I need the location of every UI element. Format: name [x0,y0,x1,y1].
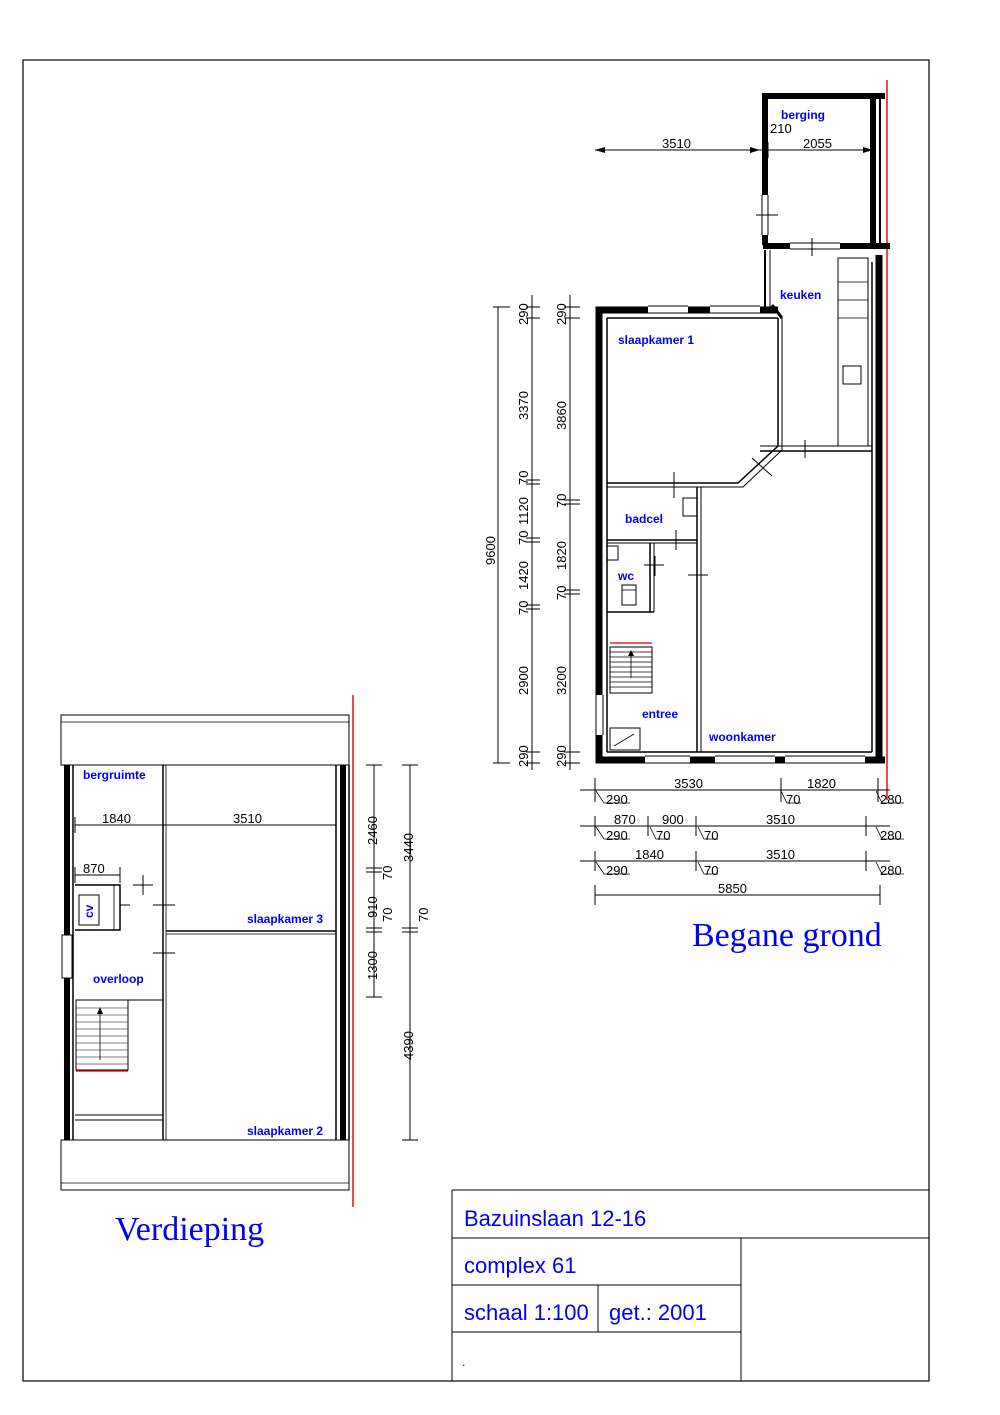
dim-label: 2460 [365,816,380,845]
dim-label: 70 [554,494,569,508]
dim-label: 5850 [718,881,747,896]
room-label-berging: berging [781,108,825,122]
dim-label: 1820 [554,541,569,570]
room-label-badcel: badcel [625,512,663,526]
room-label-cv: cv [82,904,96,918]
dim-label: 210 [770,121,792,136]
dim-label: 70 [416,908,431,922]
room-label-entree: entree [642,707,678,721]
dim-label: 1840 [635,847,664,862]
title-block-drawn: get.: 2001 [609,1300,707,1325]
dim-label: 1120 [516,497,531,525]
room-label-slaapkamer-1: slaapkamer 1 [618,333,694,347]
dim-label: 280 [880,828,902,843]
dim-label: 3510 [766,847,795,862]
dim-label: 2055 [803,136,832,151]
title-block [451,1189,929,1381]
dim-label: 3510 [766,812,795,827]
upper-floor-plan [60,695,418,1207]
dim-label: 1820 [807,776,836,791]
dim-label: 280 [880,863,902,878]
dim-label: 70 [554,586,569,600]
dim-label: 70 [516,531,531,545]
dim-label: 290 [606,828,628,843]
room-label-slaapkamer-2: slaapkamer 2 [247,1124,323,1138]
dim-label: 70 [380,866,395,880]
dim-label: 290 [554,745,569,767]
dim-label: 4390 [401,1031,416,1060]
dim-label: 900 [662,812,684,827]
dim-label: 1840 [102,811,131,826]
dim-label: 290 [606,863,628,878]
dim-label: 70 [704,863,718,878]
ground-floor-title: Begane grond [692,917,882,954]
dim-label: 910 [365,896,380,918]
dim-label: 70 [516,601,531,615]
slaapkamer-partition [607,318,779,484]
dim-label: 3510 [233,811,262,826]
room-label-bergruimte: bergruimte [83,768,146,782]
dim-label: 3510 [662,136,691,151]
dim-label: 290 [606,792,628,807]
room-label-wc: wc [617,569,634,583]
dim-label: 290 [554,303,569,325]
room-label-woonkamer: woonkamer [708,730,776,744]
ground-floor-plan [493,80,904,905]
title-block-complex: complex 61 [464,1253,577,1278]
dim-label: 70 [516,471,531,485]
dim-label: 2900 [516,666,531,695]
dim-label: 290 [516,745,531,767]
title-block-scale: schaal 1:100 [464,1300,589,1325]
sheet-border [22,59,930,1382]
upper-floor-title: Verdieping [115,1211,264,1248]
title-block-note: . [462,1355,465,1369]
dim-label: 70 [786,792,800,807]
dim-label: 3370 [516,391,531,420]
room-label-keuken: keuken [780,288,821,302]
dim-label: 3860 [554,401,569,430]
dim-label: 3440 [401,833,416,862]
dim-label: 280 [880,792,902,807]
title-block-address: Bazuinslaan 12-16 [464,1206,646,1231]
dim-label: 870 [614,812,636,827]
dim-label: 3200 [554,666,569,695]
dim-label: 70 [380,908,395,922]
dim-label: 290 [516,303,531,325]
dim-label: 9600 [483,536,498,565]
dim-label: 70 [704,828,718,843]
dim-label: 870 [83,861,105,876]
dim-label: 1420 [516,561,531,590]
dim-label: 3530 [674,776,703,791]
dim-label: 1300 [365,951,380,980]
room-label-overloop: overloop [93,972,144,986]
dim-label: 70 [656,828,670,843]
room-label-slaapkamer-3: slaapkamer 3 [247,912,323,926]
